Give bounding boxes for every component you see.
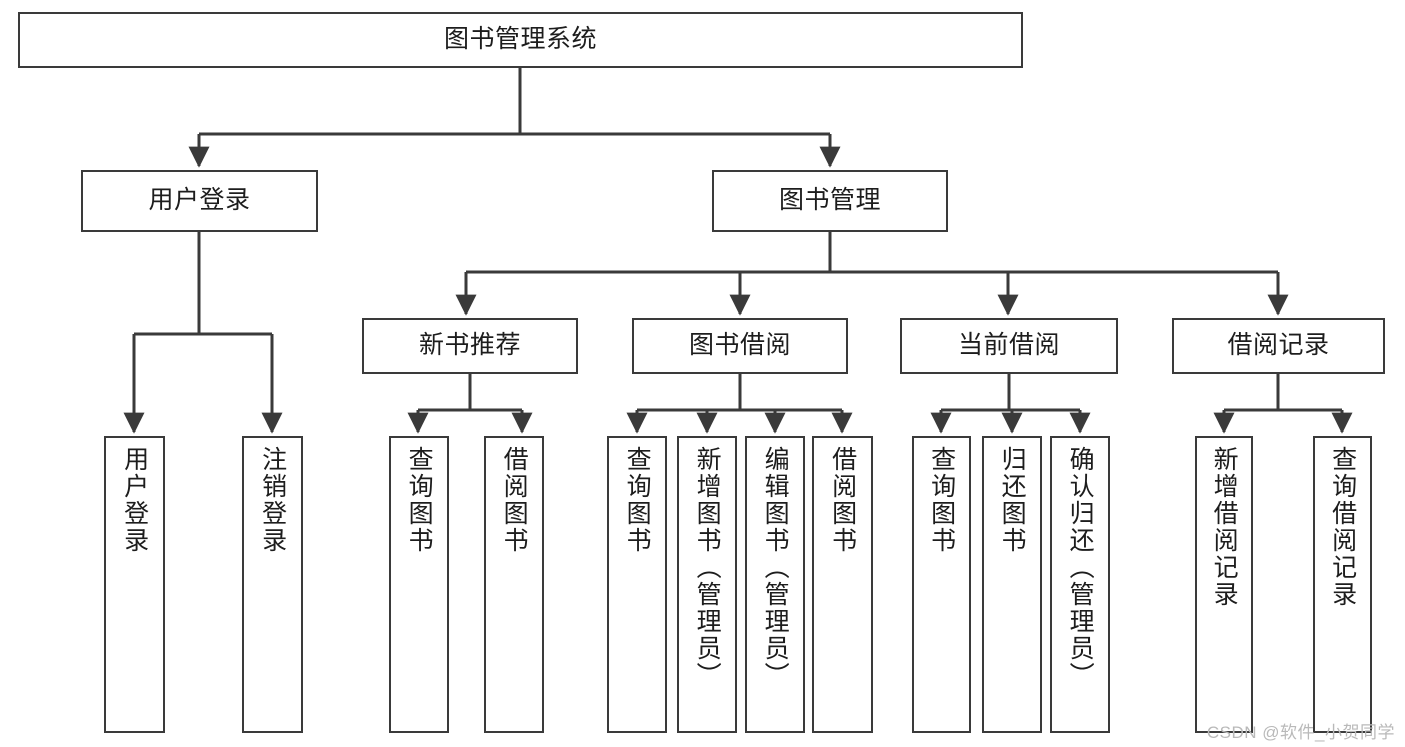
node-label: 归还图书 [998,446,1027,554]
leaf-query-books-borrow[interactable]: 查询图书 [607,436,667,733]
leaf-edit-book-admin[interactable]: 编辑图书（管理员） [745,436,805,733]
node-label: 新书推荐 [418,331,521,360]
leaf-confirm-return-admin[interactable]: 确认归还（管理员） [1050,436,1110,733]
leaf-borrow-books[interactable]: 借阅图书 [812,436,873,733]
node-book-management[interactable]: 图书管理 [712,170,948,232]
leaf-query-books-current[interactable]: 查询图书 [912,436,971,733]
node-label: 确认归还（管理员） [1066,446,1095,689]
leaf-query-borrow-record[interactable]: 查询借阅记录 [1313,436,1372,733]
leaf-add-book-admin[interactable]: 新增图书（管理员） [677,436,737,733]
node-label: 查询借阅记录 [1328,446,1357,608]
node-label: 查询图书 [405,446,434,554]
node-label: 借阅图书 [828,446,857,554]
node-label: 图书管理系统 [443,25,597,54]
node-label: 新增图书（管理员） [693,446,722,689]
node-label: 查询图书 [623,446,652,554]
node-book-borrow[interactable]: 图书借阅 [632,318,848,374]
node-label: 图书管理 [778,186,881,215]
leaf-user-login[interactable]: 用户登录 [104,436,165,733]
node-root-library-system[interactable]: 图书管理系统 [18,12,1023,68]
node-label: 查询图书 [927,446,956,554]
node-label: 当前借阅 [957,331,1060,360]
node-label: 图书借阅 [688,331,791,360]
node-user-login[interactable]: 用户登录 [81,170,318,232]
node-borrow-records[interactable]: 借阅记录 [1172,318,1385,374]
leaf-query-books-new[interactable]: 查询图书 [389,436,449,733]
node-label: 新增借阅记录 [1210,446,1239,608]
node-label: 注销登录 [258,446,287,554]
leaf-borrow-books-new[interactable]: 借阅图书 [484,436,544,733]
leaf-logout[interactable]: 注销登录 [242,436,303,733]
leaf-return-books[interactable]: 归还图书 [982,436,1042,733]
node-label: 用户登录 [148,186,251,215]
node-label: 编辑图书（管理员） [761,446,790,689]
node-label: 用户登录 [120,446,149,554]
node-current-borrow[interactable]: 当前借阅 [900,318,1118,374]
node-label: 借阅记录 [1227,331,1330,360]
leaf-add-borrow-record[interactable]: 新增借阅记录 [1195,436,1253,733]
node-new-book-recommend[interactable]: 新书推荐 [362,318,578,374]
node-label: 借阅图书 [500,446,529,554]
